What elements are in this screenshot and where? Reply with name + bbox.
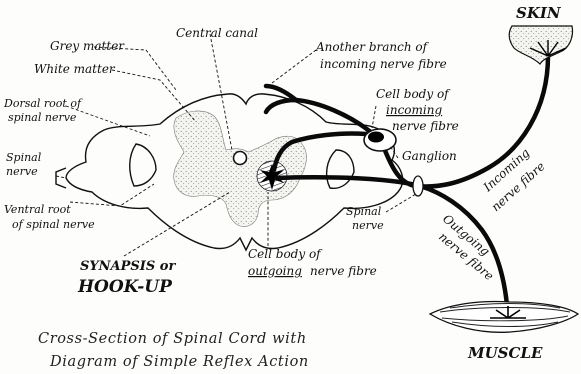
grey-matter [174, 111, 307, 227]
label-dorsal-root-line1: Dorsal root of [3, 97, 83, 110]
label-central-canal: Central canal [176, 26, 258, 40]
label-cell-body-incoming-line3: nerve fibre [392, 119, 459, 133]
incoming-cell-body [368, 132, 384, 143]
label-cell-body-outgoing-line1: Cell body of [248, 247, 323, 261]
caption-line2: Diagram of Simple Reflex Action [49, 354, 309, 370]
label-ganglion: Ganglion [402, 149, 457, 163]
left-spinal-nerve [56, 168, 66, 188]
label-cell-body-incoming-line2: incoming [386, 103, 442, 117]
label-muscle: MUSCLE [467, 344, 543, 362]
label-white-matter: White matter [34, 62, 116, 76]
caption-line1: Cross-Section of Spinal Cord with [38, 331, 307, 347]
label-cell-body-outgoing-line2a: outgoing [248, 264, 302, 278]
spinal-nerve-sheath [413, 176, 423, 196]
left-lateral-space [130, 144, 156, 186]
label-ventral-root-line2: of spinal nerve [12, 218, 95, 231]
label-cell-body-incoming-line1: Cell body of [376, 87, 451, 101]
incoming-branch-upper [266, 86, 296, 100]
label-another-branch-line2: incoming nerve fibre [320, 57, 447, 71]
label-spinal-nerve-right-line1: Spinal [346, 205, 382, 218]
label-spinal-nerve-left-line1: Spinal [6, 151, 42, 164]
muscle-block [430, 302, 578, 333]
label-cell-body-outgoing-line2b: nerve fibre [310, 264, 377, 278]
label-synapsis-line1: SYNAPSIS or [80, 259, 176, 274]
label-grey-matter: Grey matter [50, 39, 125, 53]
right-lateral-space [327, 150, 354, 188]
central-canal [234, 152, 247, 165]
label-spinal-nerve-right-line2: nerve [352, 219, 384, 232]
label-synapsis-line2: HOOK-UP [77, 277, 173, 297]
label-another-branch-line1: Another branch of [315, 40, 430, 54]
label-skin: SKIN [516, 4, 562, 22]
label-dorsal-root-line2: spinal nerve [8, 111, 77, 124]
label-ventral-root-line1: Ventral root [4, 203, 71, 216]
label-spinal-nerve-left-line2: nerve [6, 165, 38, 178]
